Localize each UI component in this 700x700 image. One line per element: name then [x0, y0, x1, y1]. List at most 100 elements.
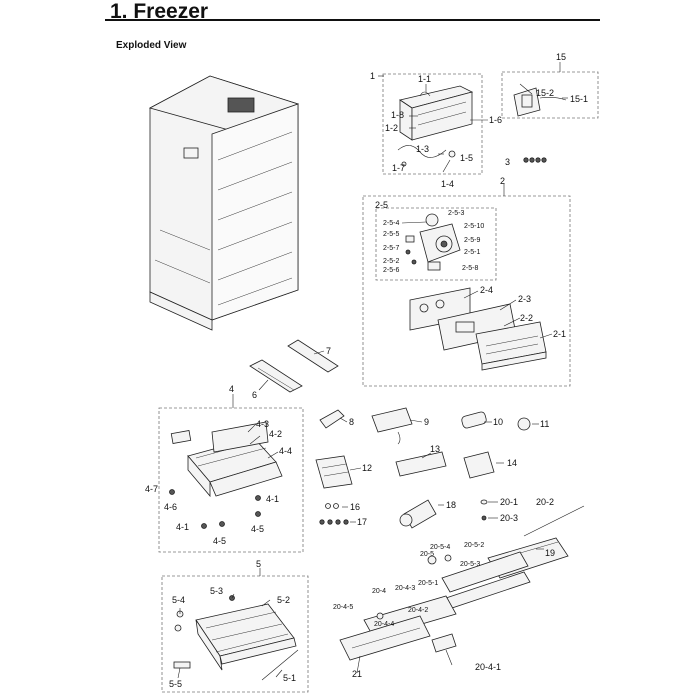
- label-20-4-2: 20-4-2: [408, 607, 428, 614]
- label-17: 17: [357, 517, 367, 527]
- part-1-assembly: [397, 85, 474, 167]
- label-3: 3: [505, 157, 510, 167]
- label-16: 16: [350, 502, 360, 512]
- group-1-box: [382, 73, 483, 175]
- label-4-5-left: 4-5: [213, 536, 226, 546]
- group-4-box: [158, 407, 304, 553]
- label-2-3: 2-3: [518, 294, 531, 304]
- part-2-1-housing: [475, 321, 547, 371]
- label-4-6: 4-6: [164, 502, 177, 512]
- part-11-cap: [517, 417, 531, 431]
- label-6: 6: [252, 390, 257, 400]
- label-11: 11: [540, 419, 549, 429]
- part-labels: 1 1-1 1-8 1-2 1-6 1-3 1-5 1-7 1-4 15 15-…: [145, 52, 588, 689]
- part-2-5-assembly: [405, 213, 461, 271]
- part-3-screws: [523, 157, 547, 163]
- label-4-2: 4-2: [269, 429, 282, 439]
- label-5-2: 5-2: [277, 595, 290, 605]
- label-2-5-5: 2-5-5: [383, 231, 399, 238]
- label-5-4: 5-4: [172, 595, 185, 605]
- section-subtitle: Exploded View: [116, 40, 187, 51]
- part-5-drawer: [173, 595, 299, 681]
- label-4-5-right: 4-5: [251, 524, 264, 534]
- label-1-7: 1-7: [392, 163, 405, 173]
- part-10-valve: [461, 411, 487, 429]
- label-20-5: 20-5: [420, 551, 434, 558]
- label-12: 12: [362, 463, 372, 473]
- label-2: 2: [500, 176, 505, 186]
- label-19: 19: [545, 548, 555, 558]
- label-13: 13: [430, 444, 440, 454]
- label-2-5: 2-5: [375, 200, 388, 210]
- label-1-5: 1-5: [460, 153, 473, 163]
- part-13-rail: [395, 451, 447, 477]
- label-2-5-8: 2-5-8: [462, 265, 478, 272]
- label-2-5-9: 2-5-9: [464, 237, 480, 244]
- label-10: 10: [493, 417, 503, 427]
- group-15-box: [501, 71, 599, 119]
- label-1-8: 1-8: [391, 110, 404, 120]
- group-5-box: [161, 575, 309, 693]
- label-1-2: 1-2: [385, 123, 398, 133]
- label-15-1: 15-1: [570, 94, 588, 104]
- label-4-4: 4-4: [279, 446, 292, 456]
- part-16-clips: [325, 503, 339, 509]
- label-4: 4: [229, 384, 234, 394]
- part-12-basket: [315, 455, 353, 489]
- label-20-3: 20-3: [500, 513, 518, 523]
- label-20-2: 20-2: [536, 497, 554, 507]
- part-21-cover: [339, 615, 431, 661]
- group-2-box: [362, 195, 571, 387]
- label-2-4: 2-4: [480, 285, 493, 295]
- label-4-1-lower: 4-1: [176, 522, 189, 532]
- title-divider: [105, 19, 600, 21]
- label-20-4-1: 20-4-1: [475, 662, 501, 672]
- part-20-5-assembly: [427, 551, 531, 609]
- label-1: 1: [370, 71, 375, 81]
- label-15: 15: [556, 52, 566, 62]
- label-20-4: 20-4: [372, 588, 386, 595]
- label-1-6: 1-6: [489, 115, 502, 125]
- label-9: 9: [424, 417, 429, 427]
- label-8: 8: [349, 417, 354, 427]
- label-20-5-1: 20-5-1: [418, 580, 438, 587]
- part-7-bar: [287, 339, 339, 373]
- part-14-clamp: [463, 451, 495, 479]
- part-20-2-wire: [523, 505, 585, 537]
- label-5-3: 5-3: [210, 586, 223, 596]
- label-1-3: 1-3: [416, 144, 429, 154]
- label-4-1-upper: 4-1: [266, 494, 279, 504]
- label-20-4-5: 20-4-5: [333, 604, 353, 611]
- label-2-1: 2-1: [553, 329, 566, 339]
- label-18: 18: [446, 500, 456, 510]
- label-1-1: 1-1: [418, 74, 431, 84]
- label-2-5-1: 2-5-1: [464, 249, 480, 256]
- leader-lines: [177, 62, 568, 679]
- label-2-5-6: 2-5-6: [383, 267, 399, 274]
- label-2-5-7: 2-5-7: [383, 245, 399, 252]
- label-5-5: 5-5: [169, 679, 182, 689]
- page-title: 1. Freezer: [110, 0, 209, 23]
- label-2-5-3: 2-5-3: [448, 210, 464, 217]
- label-5: 5: [256, 559, 261, 569]
- label-21: 21: [352, 669, 362, 679]
- label-1-4: 1-4: [441, 179, 454, 189]
- label-20-4-3: 20-4-3: [395, 585, 415, 592]
- part-20-1-clip: [480, 499, 488, 505]
- label-14: 14: [507, 458, 517, 468]
- part-9-dispenser-motor: [371, 407, 413, 445]
- freezer-cabinet: [148, 75, 300, 331]
- label-4-3: 4-3: [256, 419, 269, 429]
- label-20-5-2: 20-5-2: [464, 542, 484, 549]
- label-7: 7: [326, 346, 331, 356]
- part-6-bar: [249, 359, 303, 393]
- part-17-screws: [319, 519, 349, 525]
- part-15-assembly: [513, 87, 567, 117]
- label-2-5-2: 2-5-2: [383, 258, 399, 265]
- part-18-auger: [399, 499, 437, 529]
- group-2-5-box: [375, 207, 497, 281]
- label-20-5-3: 20-5-3: [460, 561, 480, 568]
- label-4-7: 4-7: [145, 484, 158, 494]
- label-20-1: 20-1: [500, 497, 518, 507]
